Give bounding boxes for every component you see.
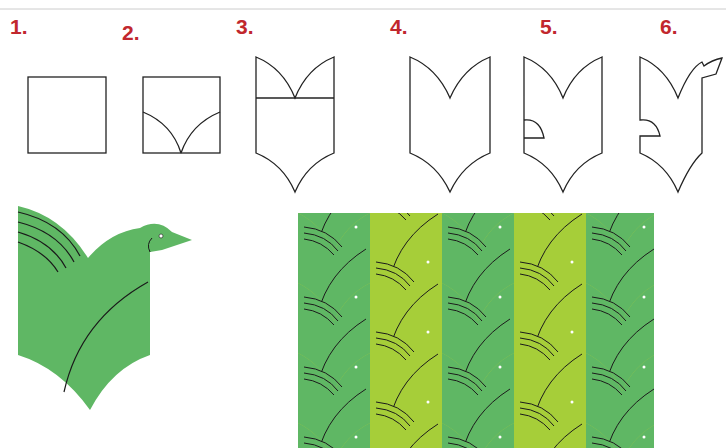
step-number: 1.	[10, 16, 28, 37]
step-number: 5.	[540, 16, 558, 37]
step-number: 3.	[236, 16, 254, 37]
step-number: 4.	[390, 16, 408, 37]
step-number: 2.	[122, 22, 140, 43]
step-number: 6.	[660, 16, 678, 37]
